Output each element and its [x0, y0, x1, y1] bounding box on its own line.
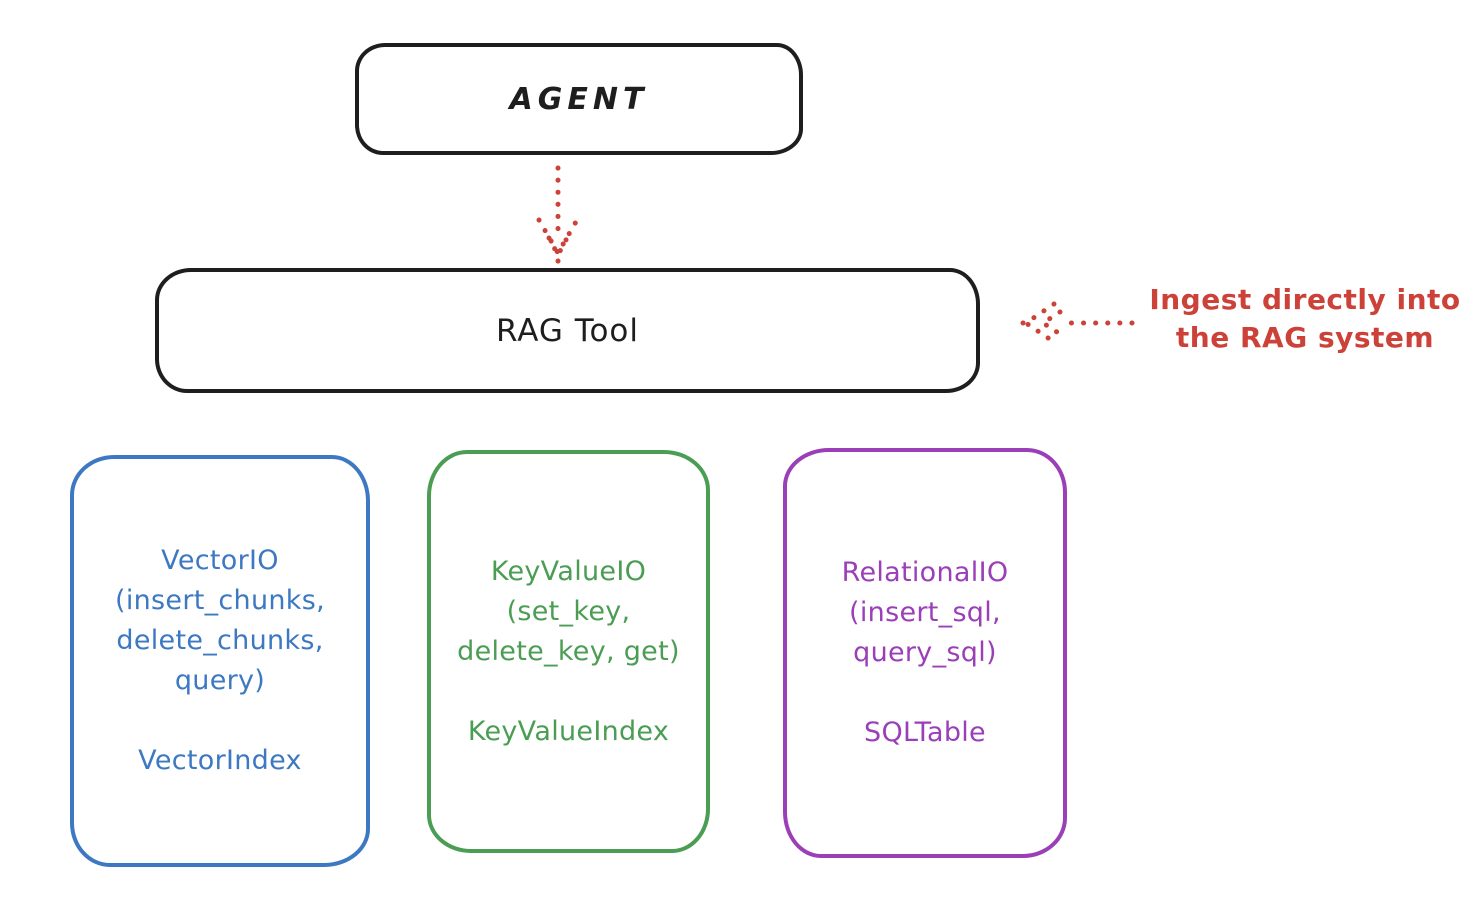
ingest-annotation: Ingest directly into the RAG system [1135, 281, 1475, 357]
annotation-line-1: Ingest directly into [1149, 283, 1461, 316]
ingest-annotation-arrow [1020, 301, 1135, 345]
card-text-line: (set_key, [506, 595, 631, 627]
relational-io-card: RelationalIO (insert_sql, query_sql) SQL… [783, 448, 1067, 858]
card-text-line: delete_key, get) [457, 635, 680, 667]
keyvalue-io-card: KeyValueIO (set_key, delete_key, get) Ke… [427, 450, 710, 853]
vector-index-label: VectorIndex [138, 745, 302, 776]
agent-to-ragtool-arrow [536, 165, 580, 264]
card-text-line: RelationalIO [841, 557, 1009, 588]
keyvalue-io-functions: KeyValueIO (set_key, delete_key, get) [457, 552, 680, 672]
agent-node: AGENT [355, 43, 803, 155]
card-text-line: KeyValueIO [490, 555, 647, 587]
card-text-line: query) [174, 665, 266, 696]
sql-table-label: SQLTable [864, 717, 986, 748]
card-text-line: VectorIO [161, 545, 279, 576]
card-text-line: delete_chunks, [116, 625, 324, 656]
relational-io-functions: RelationalIO (insert_sql, query_sql) [842, 553, 1009, 673]
card-text-line: (insert_sql, [849, 597, 1001, 628]
vector-io-card: VectorIO (insert_chunks, delete_chunks, … [70, 455, 370, 867]
rag-tool-label: RAG Tool [495, 312, 640, 349]
vector-io-functions: VectorIO (insert_chunks, delete_chunks, … [115, 541, 325, 701]
agent-label: AGENT [509, 81, 649, 117]
rag-tool-node: RAG Tool [155, 268, 980, 393]
card-text-line: (insert_chunks, [115, 585, 325, 616]
annotation-line-2: the RAG system [1175, 321, 1435, 354]
card-text-line: query_sql) [853, 637, 997, 668]
keyvalue-index-label: KeyValueIndex [467, 715, 670, 747]
